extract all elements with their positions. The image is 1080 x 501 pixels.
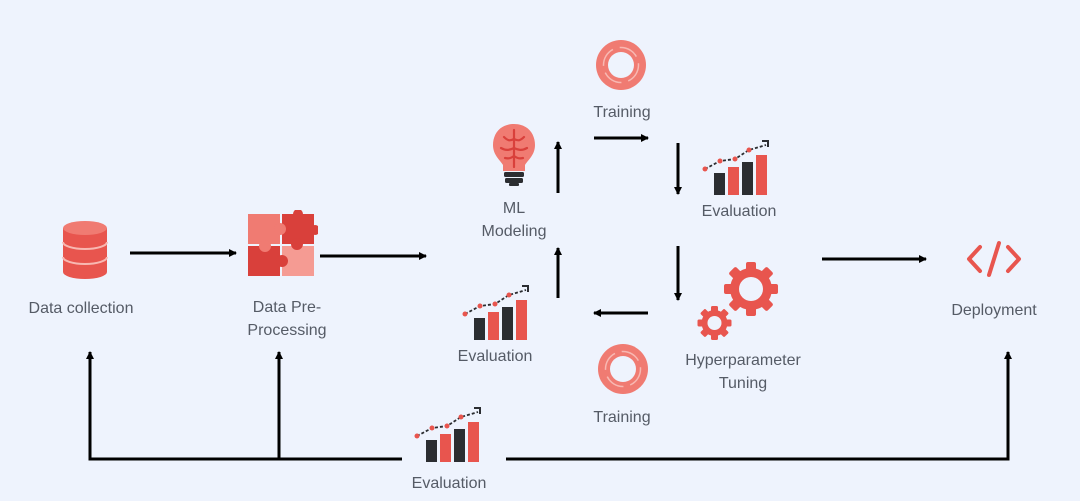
label-evaluation-bottom: Evaluation <box>411 475 487 492</box>
label-data-preprocessing: Data Pre- Processing <box>247 299 327 339</box>
bar-chart-icon <box>702 140 769 195</box>
label-deployment: Deployment <box>951 302 1037 319</box>
code-icon <box>967 241 1021 277</box>
label-evaluation-top: Evaluation <box>701 203 777 220</box>
label-training-top: Training <box>593 104 651 121</box>
training-ring-icon <box>596 40 646 90</box>
puzzle-icon <box>248 210 318 276</box>
label-evaluation-left: Evaluation <box>457 348 533 365</box>
brain-bulb-icon <box>493 124 535 186</box>
label-training-bottom: Training <box>593 409 651 426</box>
training-ring-icon <box>598 344 648 394</box>
feedback-line-right <box>506 351 1012 461</box>
database-icon <box>62 221 108 279</box>
label-ml-modeling: ML Modeling <box>481 200 547 240</box>
label-hyperparameter-tuning: Hyperparameter Tuning <box>685 352 801 392</box>
bar-chart-icon <box>462 285 529 340</box>
feedback-line-left <box>86 351 402 461</box>
bar-chart-icon <box>414 407 481 462</box>
gears-icon <box>697 262 778 340</box>
label-data-collection: Data collection <box>28 300 134 317</box>
